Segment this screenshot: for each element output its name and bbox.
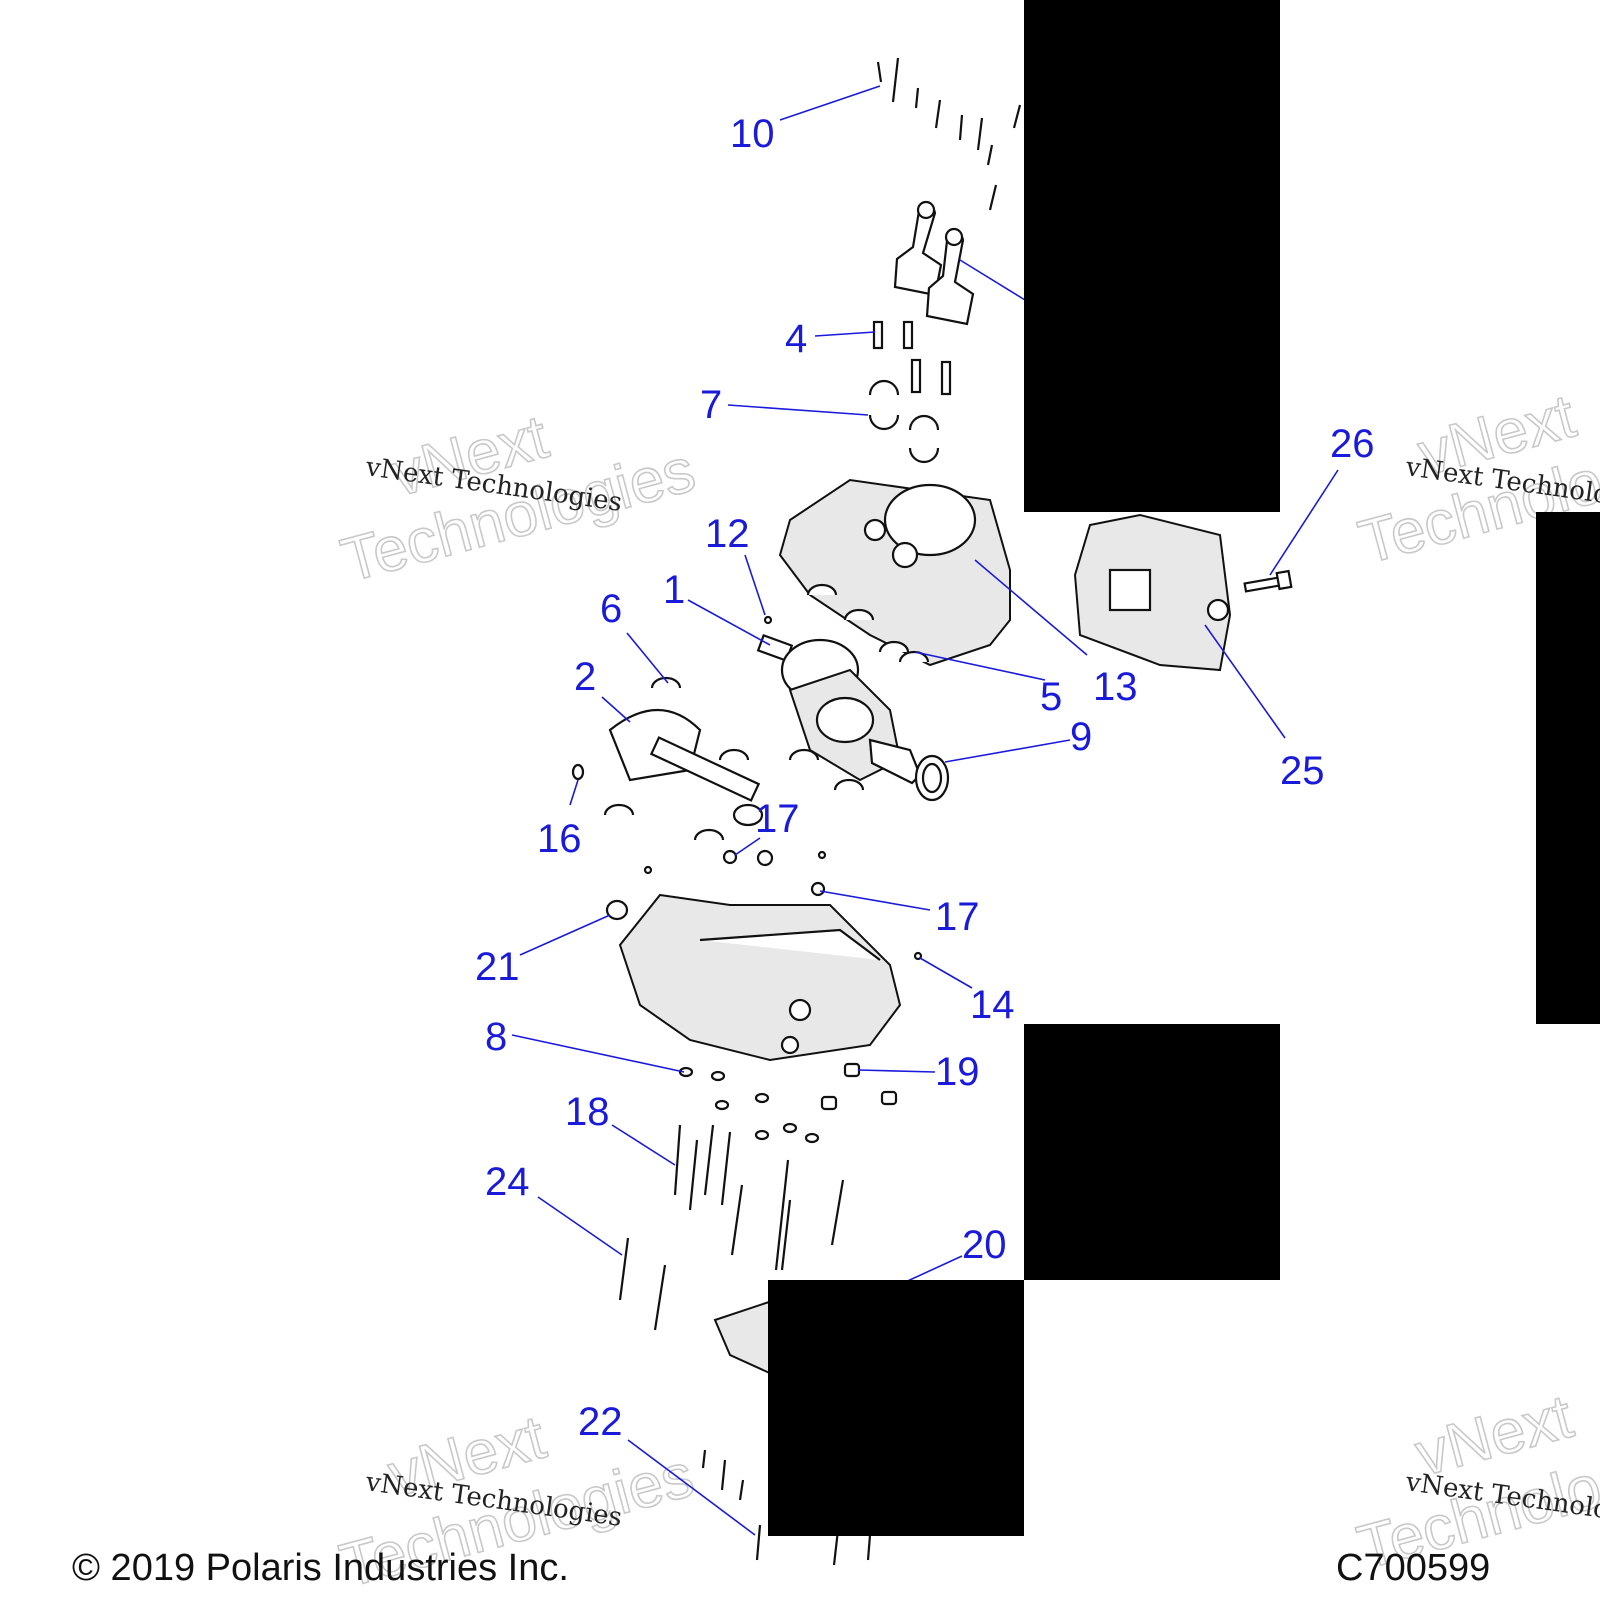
- callout-26: 26: [1330, 422, 1375, 466]
- main-bearings: [806, 583, 930, 663]
- washers: [678, 1062, 898, 1144]
- oil-seal: [914, 754, 950, 802]
- callout-17-upper: 17: [755, 797, 800, 841]
- callout-1: 1: [663, 568, 685, 612]
- crankshaft: [756, 633, 922, 785]
- upper-crankcase: [778, 478, 1011, 667]
- redaction-block-right: [1536, 512, 1600, 1024]
- callout-17-lower: 17: [935, 895, 980, 939]
- callout-14: 14: [970, 983, 1015, 1027]
- callout-20: 20: [962, 1223, 1007, 1267]
- small-parts: [571, 615, 923, 961]
- callout-9: 9: [1070, 715, 1092, 759]
- callout-24: 24: [485, 1160, 530, 1204]
- callout-19: 19: [935, 1050, 980, 1094]
- copyright-text: © 2019 Polaris Industries Inc.: [72, 1547, 569, 1589]
- lower-crankcase: [618, 893, 902, 1062]
- callout-4: 4: [785, 317, 807, 361]
- redaction-block-middle: [1024, 1024, 1280, 1280]
- rod-bearings: [868, 379, 940, 464]
- callout-10: 10: [730, 112, 775, 156]
- callout-22: 22: [578, 1400, 623, 1444]
- redaction-blocks: [768, 0, 1600, 1536]
- leader-lines: [511, 85, 1339, 1536]
- thrust-bearings: [603, 676, 865, 841]
- small-bolts-22: [701, 1449, 872, 1566]
- callout-12: 12: [705, 512, 750, 556]
- callout-8: 8: [485, 1015, 507, 1059]
- plug-21: [605, 899, 629, 921]
- redaction-block-bottom: [768, 1280, 1024, 1536]
- callout-21: 21: [475, 945, 520, 989]
- callout-18: 18: [565, 1090, 610, 1134]
- callout-6: 6: [600, 587, 622, 631]
- callout-25: 25: [1280, 749, 1325, 793]
- bolt-set-10: [876, 57, 1022, 211]
- gear-housing: [1073, 513, 1232, 672]
- bolt-26: [1243, 569, 1293, 593]
- rod-bolts: [872, 320, 952, 396]
- redaction-block-top: [1024, 0, 1280, 512]
- long-bolts: [618, 1124, 845, 1331]
- callout-2: 2: [574, 655, 596, 699]
- diagram-code: C700599: [1336, 1547, 1490, 1589]
- connecting-rods: [893, 200, 975, 326]
- callout-7: 7: [700, 383, 722, 427]
- balance-shaft: [608, 709, 764, 827]
- callout-labels: 10 4 7 26 12 1 6 2 5 13 9 25 17 16 17 21…: [475, 112, 1375, 1444]
- callout-13: 13: [1093, 665, 1138, 709]
- callout-5: 5: [1040, 675, 1062, 719]
- callout-16: 16: [537, 817, 582, 861]
